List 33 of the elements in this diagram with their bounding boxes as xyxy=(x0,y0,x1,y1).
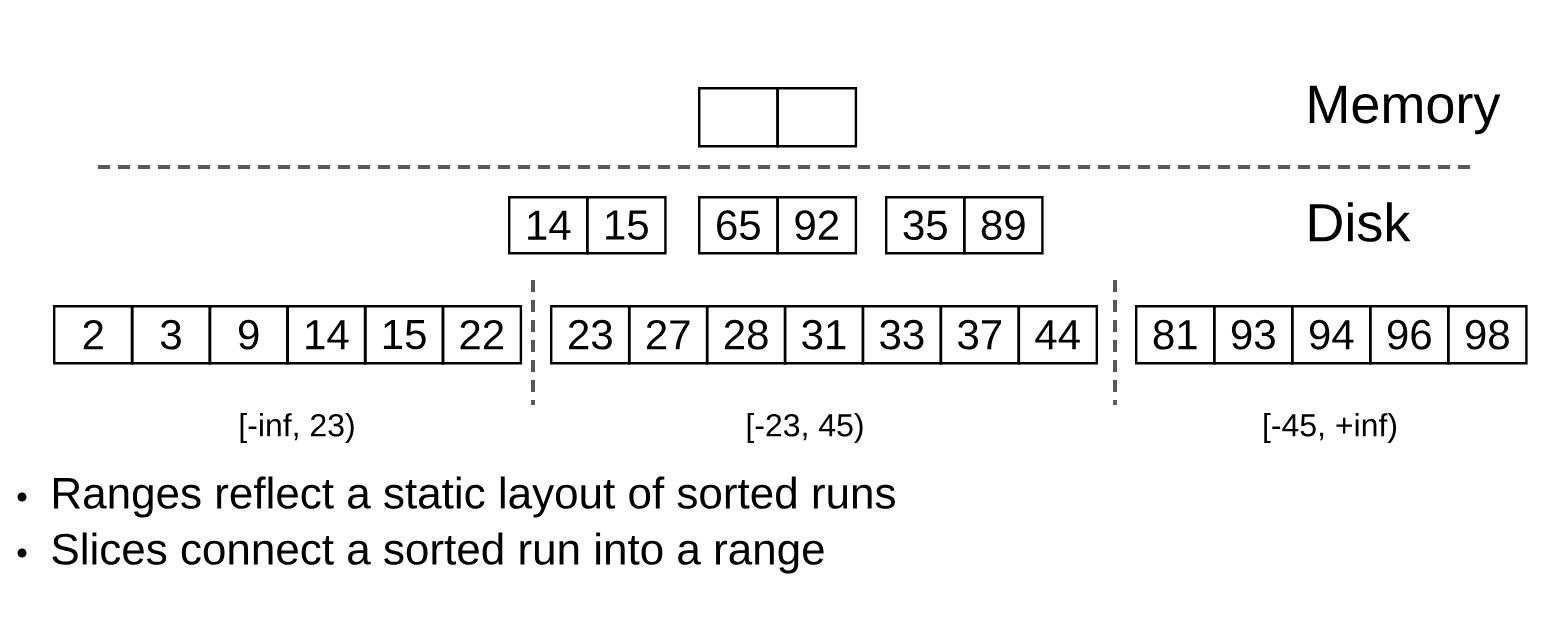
number-cell: 89 xyxy=(963,196,1044,255)
number-cell: 2 xyxy=(53,305,134,365)
bullet-text: Slices connect a sorted run into a range xyxy=(52,532,824,574)
empty-cell xyxy=(776,87,858,148)
range-label: [-inf, 23) xyxy=(240,413,354,443)
number-cell: 27 xyxy=(627,305,709,365)
number-cell: 14 xyxy=(508,196,589,255)
range-label: [-23, 45) xyxy=(747,413,863,443)
number-cell: 94 xyxy=(1291,305,1372,365)
row-label: Disk xyxy=(1309,202,1411,242)
range-label: [-45, +inf) xyxy=(1264,413,1396,443)
number-cell: 15 xyxy=(586,196,667,255)
number-cell: 9 xyxy=(208,305,289,365)
number-cell: 15 xyxy=(363,305,445,365)
number-cell: 14 xyxy=(286,305,367,365)
number-cell: 35 xyxy=(885,196,966,255)
row-label: Memory xyxy=(1309,85,1501,135)
number-cell: 96 xyxy=(1369,305,1450,365)
number-cell: 65 xyxy=(698,196,779,255)
bullet-text: Ranges reflect a static layout of sorted runs xyxy=(54,476,895,518)
number-cell: 92 xyxy=(776,196,858,255)
number-cell: 93 xyxy=(1213,305,1294,365)
number-cell: 31 xyxy=(783,305,865,365)
number-cell: 81 xyxy=(1135,305,1216,365)
number-cell: 23 xyxy=(550,305,631,365)
number-cell: 33 xyxy=(861,305,943,365)
number-cell: 44 xyxy=(1017,305,1098,365)
number-cell: 22 xyxy=(441,305,523,365)
number-cell: 3 xyxy=(130,305,212,365)
number-cell: 98 xyxy=(1447,305,1528,365)
number-cell: 28 xyxy=(705,305,787,365)
number-cell: 37 xyxy=(939,305,1021,365)
empty-cell xyxy=(698,87,779,148)
